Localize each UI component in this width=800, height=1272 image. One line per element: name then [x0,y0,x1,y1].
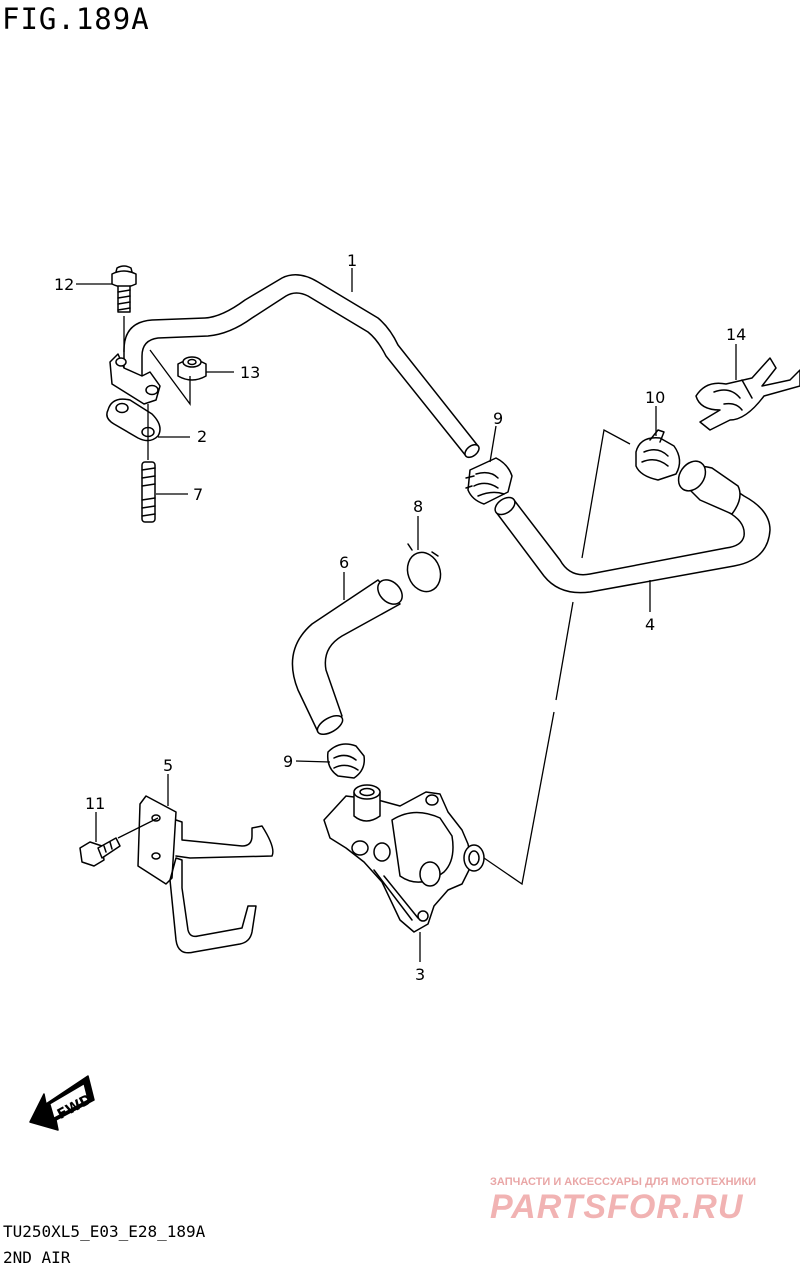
part-13-nut[interactable] [177,356,207,381]
callout-9-upper: 9 [493,409,503,428]
part-8-cap[interactable] [402,543,446,596]
callout-10: 10 [645,388,665,407]
callout-2: 2 [197,427,207,446]
callout-8: 8 [413,497,423,516]
callout-13: 13 [240,363,260,382]
callout-9-lower: 9 [283,752,293,771]
callout-5: 5 [163,756,173,775]
part-9-clamp-lower[interactable] [326,743,366,779]
callout-4: 4 [645,615,655,634]
part-5-bracket[interactable] [137,795,274,954]
section-name: 2ND AIR [3,1248,71,1267]
part-12-bolt[interactable] [111,265,137,313]
callout-6: 6 [339,553,349,572]
watermark-tagline: ЗАПЧАСТИ И АКСЕССУАРЫ ДЛЯ МОТОТЕХНИКИ [490,1176,757,1188]
part-2-gasket[interactable] [106,398,161,442]
part-6-hose[interactable] [291,575,407,738]
part-10-clamp[interactable] [635,429,681,481]
callout-7: 7 [193,485,203,504]
callout-12: 12 [54,275,74,294]
part-9-clamp-upper[interactable] [465,457,513,505]
figure-title: FIG.189A [2,2,150,36]
part-7-stud[interactable] [141,461,156,523]
callout-1: 1 [347,251,357,270]
fwd-arrow: FWD [29,1075,95,1131]
leader-lines [76,268,737,962]
part-4-hose[interactable] [492,456,771,594]
part-1-hose[interactable] [123,274,481,460]
callout-numbers: 1 2 3 4 5 6 7 8 9 9 10 11 12 13 14 [54,251,746,984]
model-code: TU250XL5_E03_E28_189A [3,1222,206,1241]
callout-3: 3 [415,965,425,984]
callout-14: 14 [726,325,746,344]
part-14-clamp[interactable] [695,357,800,431]
callout-11: 11 [85,794,105,813]
hose-1-bracket-plate [109,353,161,405]
part-3-valve-assembly[interactable] [323,784,485,933]
part-11-bolt[interactable] [79,837,121,867]
watermark-logo: PARTSFOR.RU [490,1188,744,1226]
